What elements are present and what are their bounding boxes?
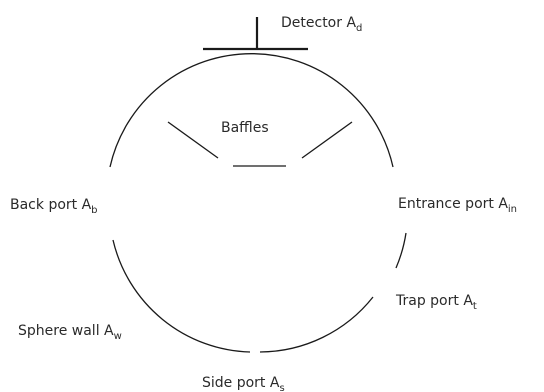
entrance-port-arc-segment: [395, 232, 407, 269]
back-port-label: Back port Ab: [10, 197, 98, 216]
entrance-port-label: Entrance port Ain: [398, 196, 517, 215]
sphere-wall-bottom-right-arc: [259, 296, 374, 353]
sphere-wall-bottom-left-arc: [112, 239, 251, 353]
sphere-wall-top-arc: [109, 53, 394, 168]
side-port-label: Side port As: [202, 375, 285, 392]
baffle-left: [167, 121, 219, 159]
detector-label: Detector Ad: [281, 15, 362, 34]
baffle-right: [301, 121, 353, 159]
baffles-label: Baffles: [221, 120, 269, 136]
trap-port-label: Trap port At: [395, 293, 477, 312]
sphere-wall-label: Sphere wall Aw: [18, 323, 122, 342]
